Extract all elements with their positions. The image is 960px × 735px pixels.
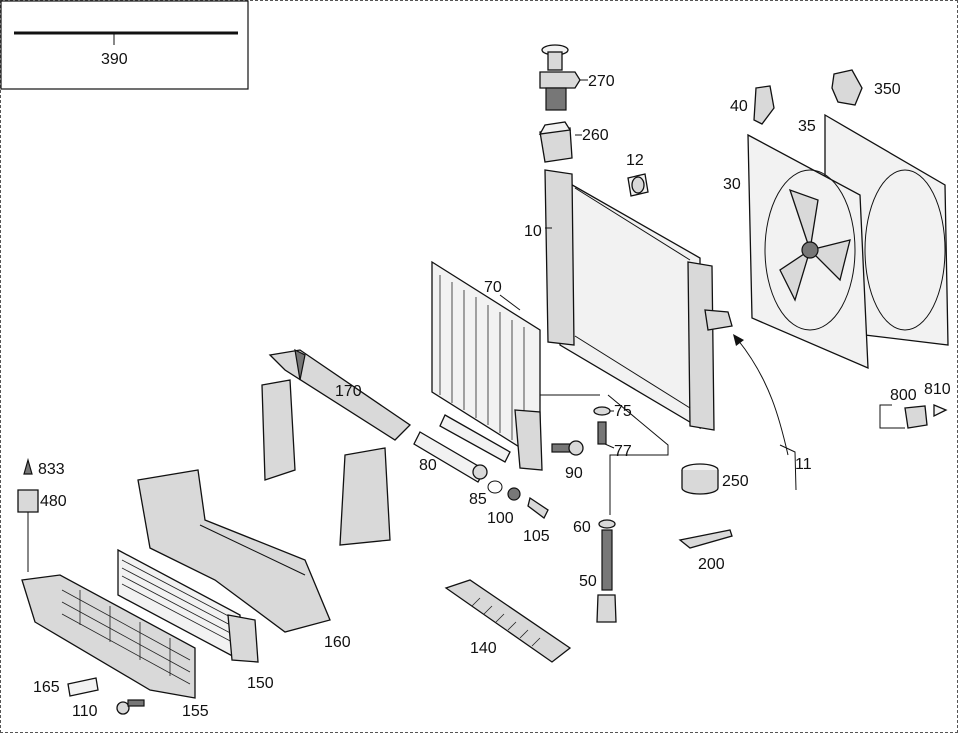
condenser-70[interactable] [431,260,543,471]
label-260: 260 [582,127,609,144]
label-12: 12 [626,152,644,169]
screw-110[interactable] [116,699,145,715]
label-11: 11 [795,456,812,473]
label-390: 390 [101,51,128,68]
hose-11[interactable] [733,334,797,491]
label-40: 40 [730,98,748,115]
label-140: 140 [470,640,497,657]
label-160: 160 [324,634,351,651]
plug-12[interactable] [627,173,649,197]
washer-75[interactable] [593,406,611,416]
bracket-40[interactable] [753,85,775,125]
label-105: 105 [523,528,550,545]
label-155: 155 [182,703,209,720]
label-170: 170 [335,383,362,400]
charge-air-cooler-150[interactable] [117,548,259,663]
leader-lines [499,79,615,449]
plug-85[interactable] [472,464,488,480]
label-270: 270 [588,73,615,90]
fan-assembly-30[interactable] [747,133,869,370]
sensor-480[interactable] [17,489,39,572]
label-150: 150 [247,675,274,692]
support-frame-170[interactable] [261,348,412,546]
label-250: 250 [722,473,749,490]
label-30: 30 [723,176,741,193]
bolt-77[interactable] [597,421,607,445]
label-60: 60 [573,519,591,536]
clip-350[interactable] [831,69,863,106]
radiator-10[interactable] [544,169,733,431]
label-165: 165 [33,679,60,696]
connector-800[interactable] [904,405,928,429]
nut-105[interactable] [507,487,549,519]
label-50: 50 [579,573,597,590]
label-833: 833 [38,461,65,478]
label-200: 200 [698,556,725,573]
label-75: 75 [614,403,632,420]
seal-60[interactable] [598,519,616,529]
inset-box-390 [0,0,249,90]
label-90: 90 [565,465,583,482]
label-35: 35 [798,118,816,135]
leader-lines-center [540,394,669,515]
label-80: 80 [419,457,437,474]
screw-90[interactable] [551,440,584,456]
carrier-160[interactable] [137,469,331,633]
label-77: 77 [614,443,632,460]
sensor-833[interactable] [23,457,33,475]
label-800: 800 [890,387,917,404]
receiver-drier-80[interactable] [413,414,511,483]
label-85: 85 [469,491,487,508]
bracket-200[interactable] [678,529,733,549]
air-guide-140[interactable] [444,579,572,663]
grille-155[interactable] [21,574,196,699]
drain-plug-50[interactable] [596,529,617,623]
housing-260[interactable] [538,121,573,163]
coolant-cap-270[interactable] [539,44,581,111]
clip-165[interactable] [67,677,99,697]
pin-810[interactable] [933,404,948,418]
label-110: 110 [72,703,98,720]
reservoir-250[interactable] [681,463,719,495]
part-labels: 390 270 260 12 10 40 350 35 30 70 170 75… [33,51,951,720]
label-10: 10 [524,223,542,240]
label-810: 810 [924,381,951,398]
label-70: 70 [484,279,502,296]
label-100: 100 [487,510,514,527]
o-ring-100[interactable] [487,480,503,494]
label-350: 350 [874,81,901,98]
label-480: 480 [40,493,67,510]
leader-800 [879,404,905,429]
